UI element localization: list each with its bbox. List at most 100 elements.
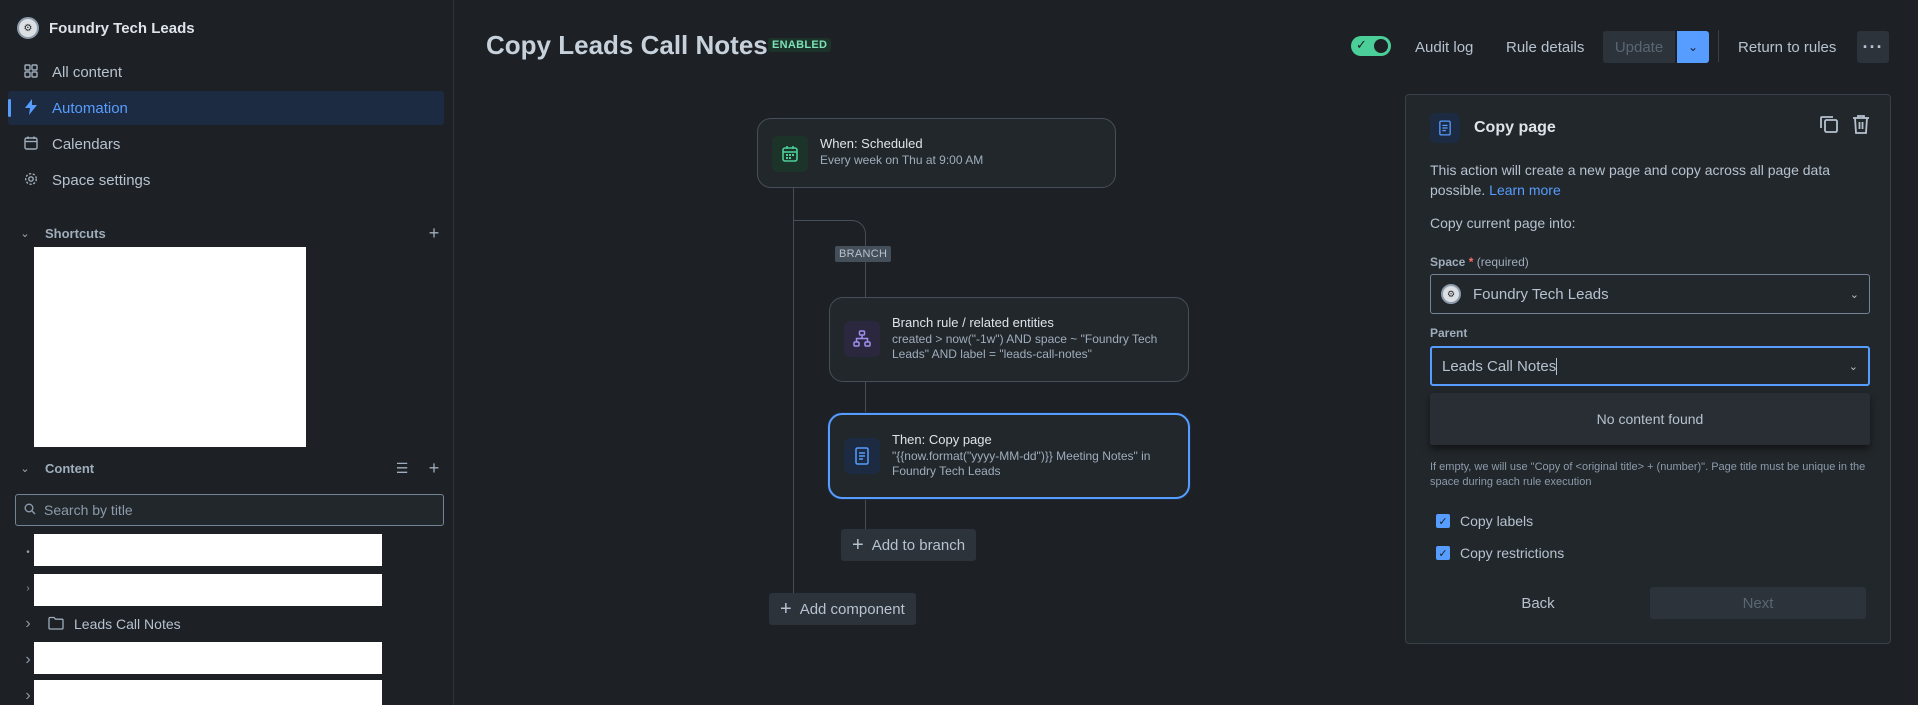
space-logo-icon: ⚙ <box>1441 284 1461 304</box>
content-title: Content <box>45 460 95 476</box>
text-cursor <box>1556 357 1558 375</box>
parent-select-value[interactable]: Leads Call Notes <box>1442 357 1557 375</box>
add-component-label: Add component <box>799 600 905 618</box>
panel-tools <box>1818 113 1872 141</box>
action-card-text: Then: Copy page "{{now.format("yyyy-MM-d… <box>892 432 1174 479</box>
chevron-down-icon[interactable]: ⌄ <box>20 227 30 240</box>
search-input[interactable] <box>44 502 424 518</box>
calendar-icon <box>22 136 40 153</box>
chevron-down-icon: ⌄ <box>1848 360 1858 373</box>
back-button[interactable]: Back <box>1521 594 1555 612</box>
space-select[interactable]: ⚙ Foundry Tech Leads ⌄ <box>1430 274 1870 314</box>
space-logo-icon: ⚙ <box>17 17 39 39</box>
sidebar-item-calendars[interactable]: Calendars <box>8 127 444 161</box>
parent-select[interactable]: Leads Call Notes ⌄ <box>1430 346 1870 386</box>
update-button[interactable]: Update <box>1603 31 1675 63</box>
copy-labels-checkbox[interactable]: ✓ <box>1436 514 1450 528</box>
calendar-icon <box>772 136 808 172</box>
chevron-right-icon[interactable]: › <box>25 651 31 668</box>
trigger-card[interactable]: When: Scheduled Every week on Thu at 9:0… <box>757 118 1116 188</box>
shortcuts-section-header: ⌄ Shortcuts + <box>15 221 445 245</box>
sidebar-item-label: Calendars <box>52 135 121 153</box>
space-header[interactable]: ⚙ Foundry Tech Leads <box>17 16 195 40</box>
tree-item-leads-call-notes[interactable]: › Leads Call Notes <box>18 607 181 641</box>
copy-page-panel: Copy page This action will create a new … <box>1405 94 1891 644</box>
plus-icon: + <box>780 597 792 620</box>
header-divider <box>1718 30 1719 62</box>
trigger-title: When: Scheduled <box>820 136 923 151</box>
audit-log-button[interactable]: Audit log <box>1415 38 1474 56</box>
tree-item[interactable]: › <box>18 643 38 677</box>
page-icon <box>1430 113 1460 143</box>
copy-labels-checkbox-row[interactable]: ✓ Copy labels <box>1436 513 1533 529</box>
sidebar-item-all-content[interactable]: All content <box>8 55 444 89</box>
duplicate-icon[interactable] <box>1818 113 1840 141</box>
tree-item-label: Leads Call Notes <box>74 616 181 632</box>
copy-labels-label: Copy labels <box>1460 513 1534 529</box>
chevron-down-icon: ⌄ <box>1849 288 1859 301</box>
chevron-right-icon[interactable]: › <box>25 687 31 704</box>
action-subtitle: "{{now.format("yyyy-MM-dd")}} Meeting No… <box>892 449 1151 478</box>
search-box[interactable] <box>15 494 444 526</box>
space-select-value: Foundry Tech Leads <box>1473 285 1609 303</box>
sidebar-item-automation[interactable]: Automation <box>8 91 444 125</box>
rule-enabled-toggle[interactable]: ✓ <box>1351 36 1391 56</box>
add-content-icon[interactable]: + <box>428 457 440 478</box>
add-to-branch-label: Add to branch <box>871 536 966 554</box>
trash-icon[interactable] <box>1850 113 1872 141</box>
tree-item-redacted <box>34 642 382 674</box>
sidebar-item-label: All content <box>52 63 123 81</box>
branch-tag: BRANCH <box>835 246 892 262</box>
flow-connector <box>836 220 866 240</box>
panel-title-row: Copy page <box>1430 113 1556 143</box>
branch-card[interactable]: Branch rule / related entities created >… <box>829 297 1189 382</box>
sidebar-item-label: Space settings <box>52 171 151 189</box>
bullet-icon: • <box>26 546 30 558</box>
return-to-rules-button[interactable]: Return to rules <box>1738 38 1837 56</box>
chevron-down-icon[interactable]: ⌄ <box>20 462 30 475</box>
chevron-right-icon[interactable]: › <box>26 582 30 594</box>
page-icon <box>844 438 880 474</box>
lightning-icon <box>22 98 40 118</box>
parent-field-label: Parent <box>1430 326 1468 340</box>
copy-restrictions-checkbox[interactable]: ✓ <box>1436 546 1450 560</box>
tree-item-redacted <box>34 534 382 566</box>
learn-more-link[interactable]: Learn more <box>1489 182 1561 198</box>
more-actions-button[interactable]: ··· <box>1857 31 1889 63</box>
copy-into-label: Copy current page into: <box>1430 215 1576 231</box>
update-options-button[interactable]: ⌄ <box>1677 31 1709 63</box>
flow-connector <box>793 187 794 610</box>
tree-item[interactable]: › <box>18 679 38 705</box>
action-card[interactable]: Then: Copy page "{{now.format("yyyy-MM-d… <box>828 413 1190 499</box>
copy-restrictions-checkbox-row[interactable]: ✓ Copy restrictions <box>1436 545 1564 561</box>
tree-item-redacted <box>34 574 382 606</box>
chevron-right-icon[interactable]: › <box>25 615 31 632</box>
add-to-branch-button[interactable]: + Add to branch <box>841 529 977 561</box>
tree-item-redacted <box>34 680 382 705</box>
chevron-down-icon: ⌄ <box>1687 40 1699 54</box>
sidebar-item-label: Automation <box>52 99 128 117</box>
branch-hierarchy-icon <box>844 321 880 357</box>
folder-icon <box>48 616 64 633</box>
tree-item[interactable]: • <box>18 535 38 569</box>
copy-restrictions-label: Copy restrictions <box>1460 545 1565 561</box>
space-field-label: Space * (required) <box>1430 255 1529 269</box>
add-component-button[interactable]: + Add component <box>769 593 916 625</box>
add-shortcut-icon[interactable]: + <box>428 222 440 243</box>
sidebar-item-space-settings[interactable]: Space settings <box>8 163 444 197</box>
page-title: Copy Leads Call Notes <box>486 30 768 60</box>
rule-details-button[interactable]: Rule details <box>1506 38 1585 56</box>
next-button[interactable]: Next <box>1650 587 1866 619</box>
plus-icon: + <box>852 533 864 556</box>
flow-connector <box>865 238 866 298</box>
tree-item[interactable]: › <box>18 571 38 605</box>
action-title: Then: Copy page <box>892 432 992 447</box>
gear-icon <box>22 172 40 189</box>
status-badge: ENABLED <box>768 38 832 52</box>
filter-icon[interactable]: ☰ <box>395 459 409 476</box>
sidebar: ⚙ Foundry Tech Leads All content Automat… <box>0 0 454 705</box>
branch-card-text: Branch rule / related entities created >… <box>892 315 1174 362</box>
page-title-helper-text: If empty, we will use "Copy of <original… <box>1430 461 1866 488</box>
branch-title: Branch rule / related entities <box>892 315 1054 330</box>
branch-subtitle: created > now("-1w") AND space ~ "Foundr… <box>892 332 1158 361</box>
